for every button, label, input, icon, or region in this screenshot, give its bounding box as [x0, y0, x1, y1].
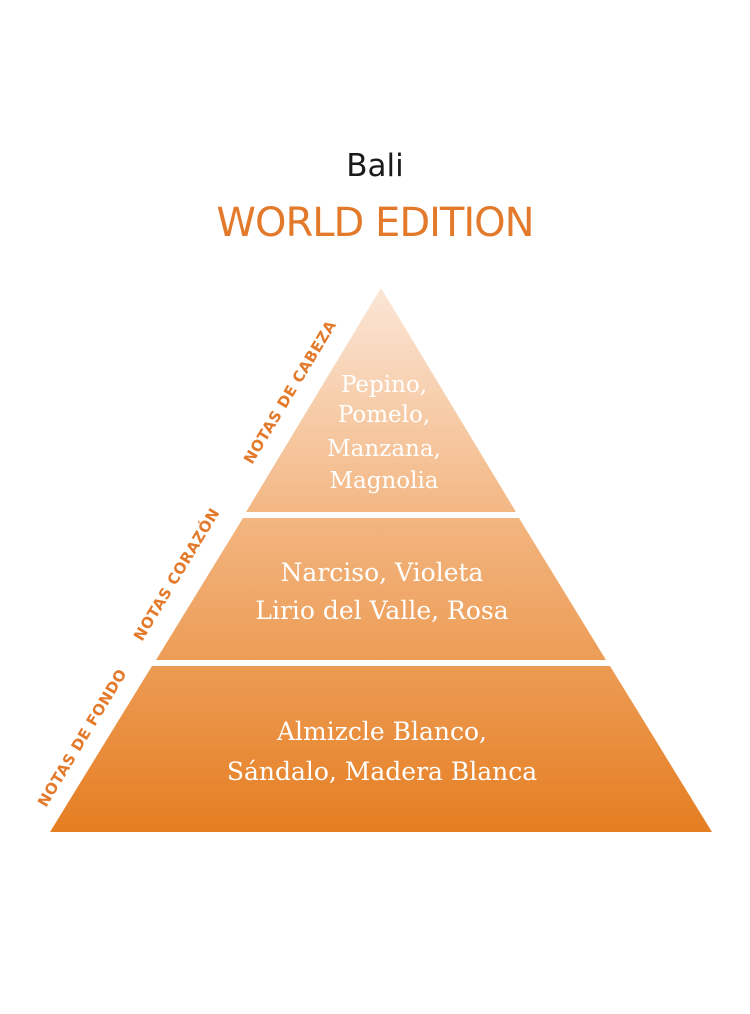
pyramid-tier-top — [246, 288, 516, 512]
top-note-line: Manzana, — [327, 436, 441, 462]
heart-note-line: Narciso, Violeta — [281, 558, 484, 587]
pyramid-tier-bottom — [50, 666, 712, 832]
product-name: Bali — [346, 148, 404, 184]
pyramid-tier-middle — [156, 518, 606, 660]
top-note-line: Pepino, — [341, 372, 427, 398]
top-note-line: Pomelo, — [338, 402, 430, 428]
base-note-line: Sándalo, Madera Blanca — [227, 757, 537, 786]
edition-title: WORLD EDITION — [216, 200, 534, 246]
top-note-line: Magnolia — [329, 468, 438, 494]
heart-note-line: Lirio del Valle, Rosa — [255, 596, 508, 625]
base-note-line: Almizcle Blanco, — [276, 717, 487, 746]
